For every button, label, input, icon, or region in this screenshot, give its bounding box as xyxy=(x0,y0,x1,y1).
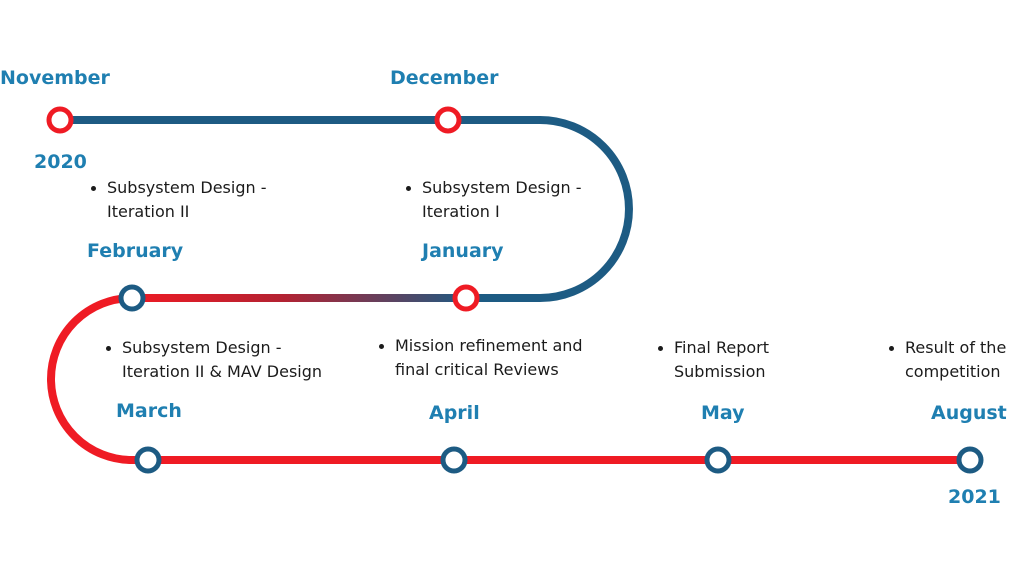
milestone-marker-april xyxy=(440,446,468,474)
note-iteration-2-mav: Subsystem Design - Iteration II & MAV De… xyxy=(106,336,322,384)
milestone-marker-december xyxy=(434,106,462,134)
note-final-report: Final Report Submission xyxy=(658,336,769,384)
month-label-november: November xyxy=(0,67,110,89)
milestone-marker-may xyxy=(704,446,732,474)
month-label-february: February xyxy=(87,240,184,262)
note-line: Result of the xyxy=(905,338,1007,357)
milestone-marker-january xyxy=(452,284,480,312)
note-item: Result of the competition xyxy=(889,336,1006,384)
note-item: Subsystem Design - Iteration I xyxy=(406,176,581,224)
note-item: Final Report Submission xyxy=(658,336,769,384)
note-line: Subsystem Design - xyxy=(422,178,582,197)
note-line: Submission xyxy=(674,362,766,381)
month-label-may: May xyxy=(701,402,745,424)
note-line: competition xyxy=(905,362,1001,381)
note-line: Iteration I xyxy=(422,202,500,221)
note-mission-refinement: Mission refinement and final critical Re… xyxy=(379,334,583,382)
month-label-august: August xyxy=(931,402,1007,424)
note-line: final critical Reviews xyxy=(395,360,559,379)
note-iteration-1: Subsystem Design - Iteration I xyxy=(406,176,581,224)
note-iteration-2: Subsystem Design - Iteration II xyxy=(91,176,266,224)
note-competition-result: Result of the competition xyxy=(889,336,1006,384)
year-label-2020: 2020 xyxy=(34,151,87,173)
note-line: Subsystem Design - xyxy=(122,338,282,357)
note-line: Mission refinement and xyxy=(395,336,583,355)
note-line: Subsystem Design - xyxy=(107,178,267,197)
note-line: Iteration II & MAV Design xyxy=(122,362,323,381)
track-curve-right xyxy=(539,116,633,302)
milestone-marker-november xyxy=(46,106,74,134)
note-line: Iteration II xyxy=(107,202,190,221)
milestone-marker-august xyxy=(956,446,984,474)
month-label-march: March xyxy=(116,400,182,422)
milestone-marker-february xyxy=(118,284,146,312)
note-item: Subsystem Design - Iteration II xyxy=(91,176,266,224)
month-label-april: April xyxy=(429,402,480,424)
year-label-2021: 2021 xyxy=(948,486,1001,508)
month-label-january: January xyxy=(422,240,504,262)
note-line: Final Report xyxy=(674,338,769,357)
note-item: Mission refinement and final critical Re… xyxy=(379,334,583,382)
note-item: Subsystem Design - Iteration II & MAV De… xyxy=(106,336,322,384)
track-curve-left xyxy=(47,294,133,464)
milestone-marker-march xyxy=(134,446,162,474)
month-label-december: December xyxy=(390,67,499,89)
